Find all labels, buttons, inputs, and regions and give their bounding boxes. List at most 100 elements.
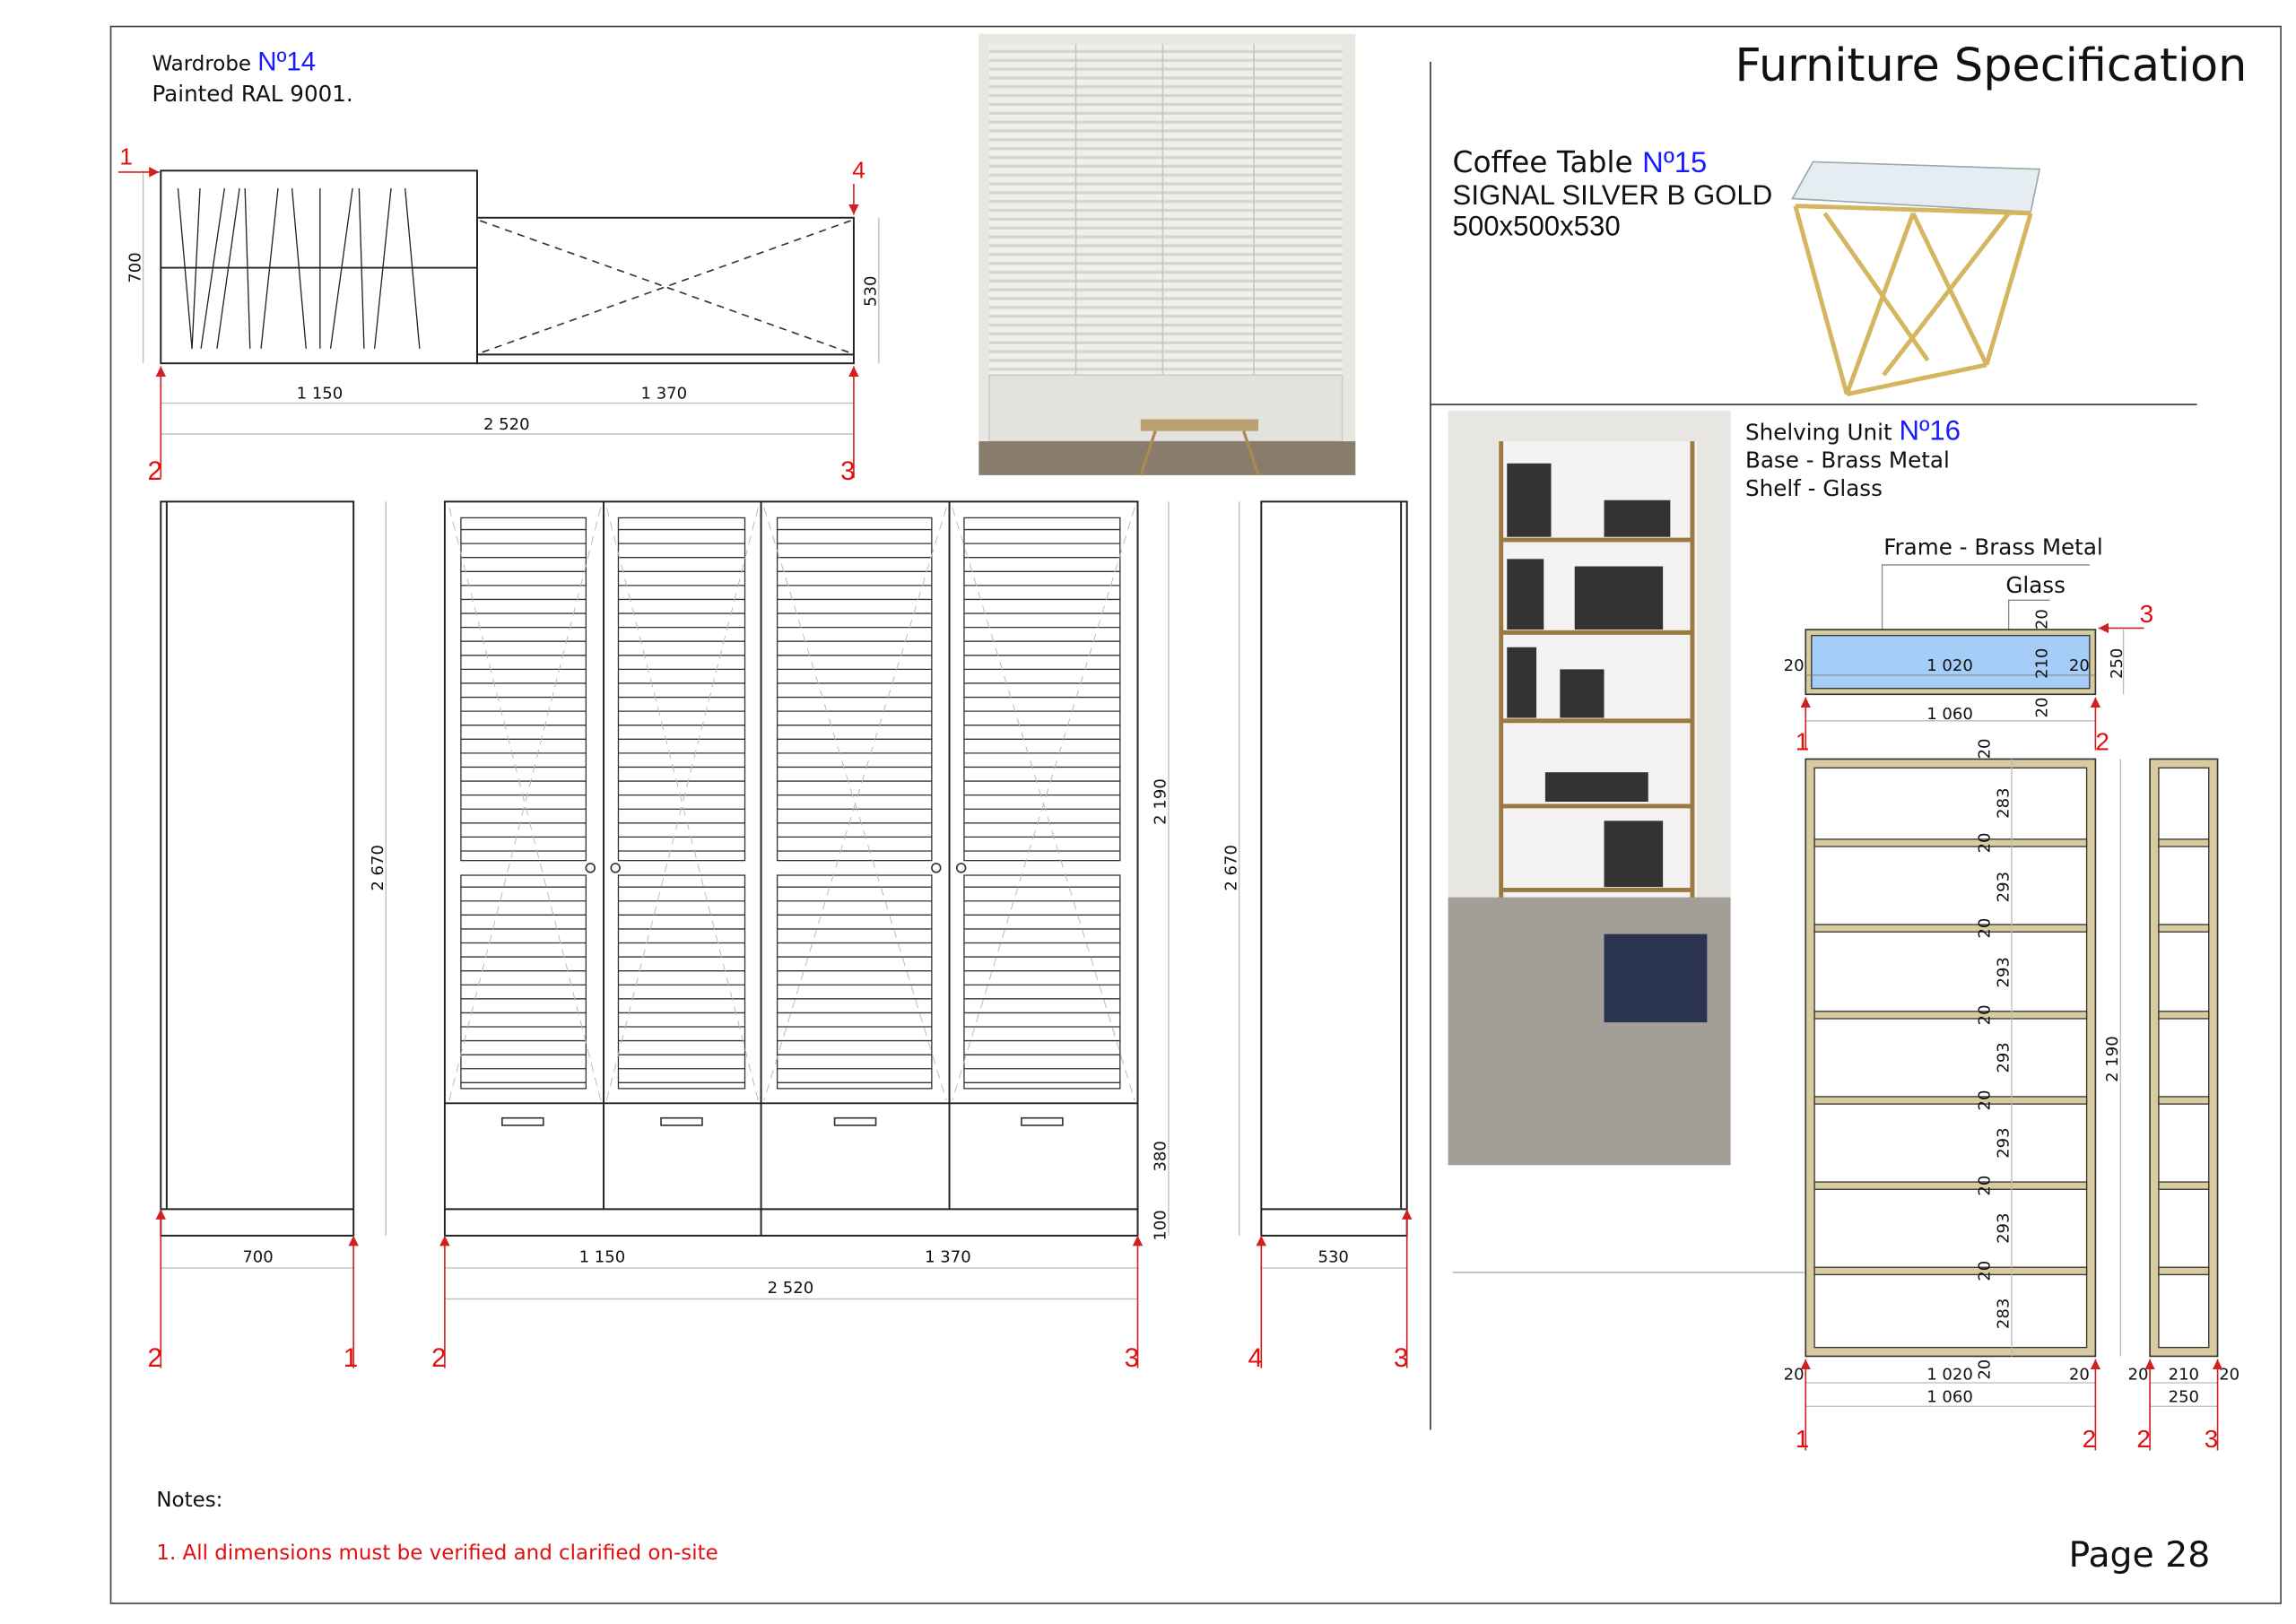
section-marker: 2 [431, 1343, 446, 1373]
dim-shelf-spacing: 20 [1975, 1090, 1994, 1111]
dim-drawer-height: 380 [1152, 1141, 1170, 1171]
dim: 1 060 [1926, 1387, 1973, 1406]
section-marker: 3 [2205, 1425, 2219, 1453]
hatch-line [260, 187, 279, 349]
section-marker: 1 [1796, 1425, 1810, 1453]
dim: 20 [2219, 1366, 2239, 1385]
wardrobe-title: Wardrobe Nº14 [152, 48, 316, 77]
dim-shelf-spacing: 20 [1975, 832, 1994, 853]
louver-panel [963, 517, 1121, 862]
hatch-line [244, 187, 251, 349]
shelf-side [2158, 924, 2210, 933]
shelving-section: 20 1 020 20 1 060 20 210 20 250 3 1 2 [1784, 600, 2153, 756]
dim-shelf-spacing: 20 [1975, 1261, 1994, 1281]
coffee-table-image [1791, 161, 2041, 397]
coffee-table-model: SIGNAL SILVER B GOLD [1453, 179, 1773, 211]
wardrobe-front-elevation: 1 150 1 370 2 520 2 190 380 100 2 3 [431, 500, 1170, 1373]
wardrobe-right-side-elevation: 2 670 530 4 3 [1222, 500, 1413, 1373]
shelving-number: Nº16 [1899, 414, 1961, 446]
section-marker: 3 [840, 456, 855, 486]
louver-panel [963, 874, 1121, 1090]
dim-shelf-spacing: 293 [1995, 1213, 2013, 1244]
dim: 20 [1784, 1366, 1805, 1385]
dim: 250 [2108, 648, 2126, 679]
wardrobe-photo [978, 33, 1356, 476]
dim-right-height: 2 670 [1222, 845, 1240, 891]
hatch-line [200, 187, 225, 349]
shelving-base: Base - Brass Metal [1745, 447, 1950, 473]
dim: 20 [2032, 609, 2051, 630]
shelf-side [2158, 1096, 2210, 1105]
sheet-border [109, 25, 2282, 1604]
dim: 20 [2032, 698, 2051, 718]
section-marker: 2 [2095, 728, 2109, 756]
hatch-line [216, 187, 240, 349]
dim: 1 020 [1926, 656, 1973, 675]
notes-heading: Notes: [156, 1489, 222, 1512]
dim: 210 [2032, 648, 2051, 679]
wardrobe-left-side-elevation: 2 670 700 2 1 [148, 500, 387, 1373]
coffee-table-size: 500x500x530 [1453, 210, 1621, 241]
section-marker: 2 [148, 1343, 162, 1373]
frame-callout: Frame - Brass Metal [1883, 534, 2103, 560]
wardrobe-number: Nº14 [257, 48, 316, 77]
hatch-line [329, 187, 353, 349]
shelf-side [2158, 1011, 2210, 1020]
dim: 1 020 [1926, 1366, 1973, 1385]
shelving-photo [1448, 410, 1731, 1166]
dim-shelf-spacing: 283 [1995, 1298, 2013, 1329]
dim-front-left: 1 150 [579, 1247, 626, 1266]
shelving-shelf: Shelf - Glass [1745, 475, 1883, 501]
hatch-line [404, 187, 421, 349]
dim-shelf-spacing: 20 [1975, 918, 1994, 939]
dim-plan-right: 1 370 [640, 385, 687, 404]
shelving-title: Shelving Unit Nº16 [1745, 414, 1961, 446]
hatch-line [191, 187, 201, 349]
dim: 20 [2069, 656, 2090, 675]
dim-shelf-spacing: 20 [1975, 1176, 1994, 1196]
louver-panel [460, 517, 587, 862]
section-marker: 1 [1796, 728, 1810, 756]
coffee-table-title: Coffee Table Nº15 [1453, 145, 1708, 179]
dim-shelf-spacing: 20 [1975, 738, 1994, 759]
section-marker: 1 [119, 143, 133, 170]
dim-front-total: 2 520 [768, 1279, 814, 1298]
glass-callout: Glass [2005, 572, 2066, 598]
dim-plan-total: 2 520 [483, 415, 530, 434]
dim-shelf-spacing: 293 [1995, 1042, 2013, 1073]
dim: 210 [2169, 1366, 2199, 1385]
shelf [1813, 924, 2088, 933]
hatch-line [373, 187, 392, 349]
louver-panel [776, 517, 933, 862]
section-marker: 2 [2083, 1425, 2097, 1453]
shelf [1813, 1266, 2088, 1276]
shelf-side [2158, 1266, 2210, 1276]
shelf [1813, 1011, 2088, 1020]
dim-shelf-spacing: 293 [1995, 1127, 2013, 1158]
dim-shelf-spacing: 283 [1995, 787, 2013, 818]
shelf-side [2158, 838, 2210, 847]
dim: 20 [2128, 1366, 2149, 1385]
wardrobe-finish: Painted RAL 9001. [152, 81, 352, 107]
section-marker: 4 [852, 156, 865, 183]
hatch-line [291, 187, 307, 349]
dim-plinth: 100 [1152, 1210, 1170, 1240]
shelf [1813, 1096, 2088, 1105]
dim-door-height: 2 190 [1152, 778, 1170, 825]
section-marker: 3 [1125, 1343, 1139, 1373]
louver-panel [460, 874, 587, 1090]
dim-shelf-spacing: 293 [1995, 957, 2013, 987]
dim: 250 [2169, 1387, 2199, 1406]
dim-plan-depth-left: 700 [126, 252, 144, 282]
louver-panel [776, 874, 933, 1090]
dim: 20 [2069, 1366, 2090, 1385]
section-marker: 3 [1394, 1343, 1408, 1373]
louver-panel [617, 874, 746, 1090]
hatch-line [358, 187, 365, 349]
dim-shelf-spacing: 20 [1975, 1004, 1994, 1025]
dim-plan-left: 1 150 [297, 385, 344, 404]
dim-front-right: 1 370 [925, 1247, 971, 1266]
dim-shelf-spacing: 20 [1975, 1359, 1994, 1380]
dim-shelf-spacing: 293 [1995, 872, 2013, 902]
